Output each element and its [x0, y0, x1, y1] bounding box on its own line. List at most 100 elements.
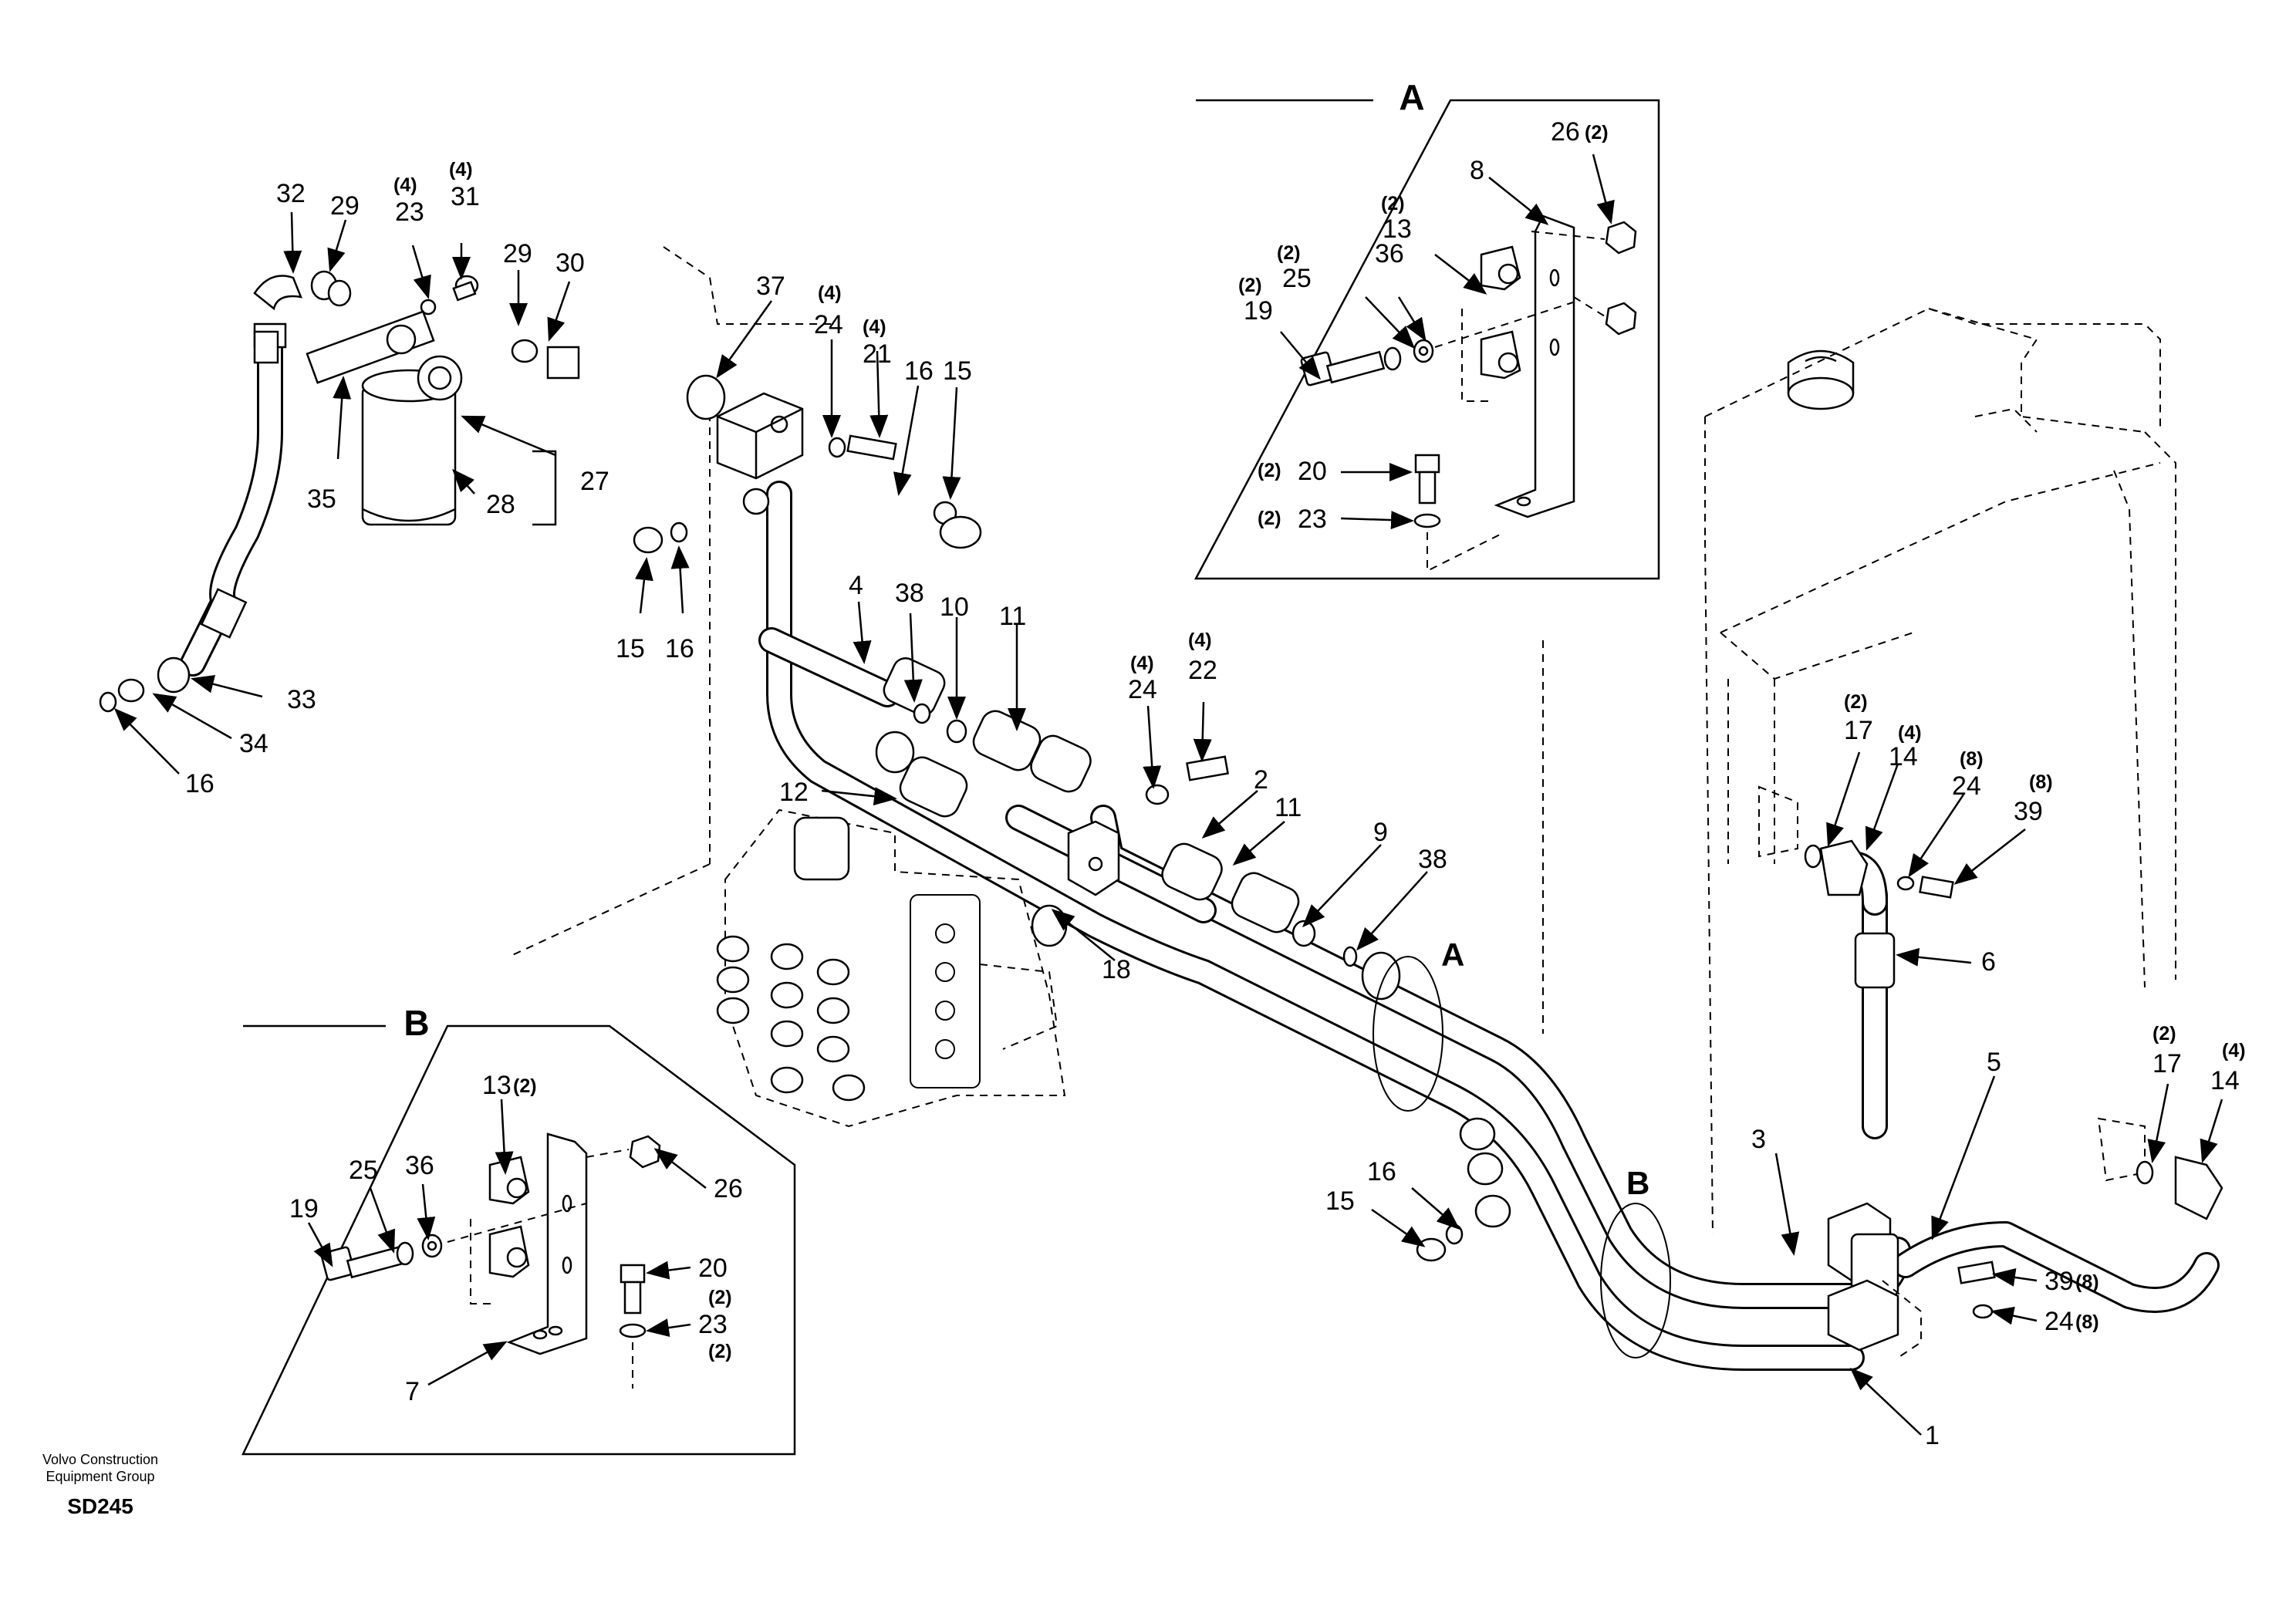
label-1: 1 — [1925, 1421, 1940, 1450]
label-38b: 38 — [1418, 845, 1447, 874]
label-5: 5 — [1987, 1048, 2001, 1077]
credit-line-2: Equipment Group — [46, 1469, 154, 1484]
label-27: 27 — [580, 467, 609, 496]
label-9: 9 — [1373, 818, 1388, 847]
label-b-36: 36 — [405, 1151, 434, 1180]
couplings — [875, 657, 1401, 1001]
label-16c: 16 — [185, 769, 214, 798]
label-24: 24 — [814, 310, 843, 339]
qty-b-23: (2) — [708, 1341, 732, 1362]
qty-14a: (4) — [1898, 722, 1922, 744]
label-37: 37 — [756, 272, 785, 301]
label-17b: 17 — [2152, 1049, 2182, 1078]
label-39a: 39 — [2014, 797, 2043, 826]
qty-14b: (4) — [2222, 1040, 2246, 1061]
label-b-13: 13 — [482, 1071, 512, 1100]
dashed-outline-machine — [508, 246, 2176, 1235]
qty-31: (4) — [449, 159, 473, 181]
qty-17b: (2) — [2152, 1023, 2176, 1045]
qty-24c: (8) — [1960, 748, 1984, 770]
diagram-code: SD245 — [67, 1494, 133, 1518]
label-6: 6 — [1981, 947, 1996, 977]
right-fittings — [1373, 785, 2223, 1358]
qty-a-20: (2) — [1258, 460, 1281, 481]
credit-line-1: Volvo Construction — [42, 1452, 158, 1467]
control-valve — [716, 808, 1066, 1128]
qty-a-19: (2) — [1238, 275, 1262, 296]
label-14a: 14 — [1889, 742, 1918, 771]
label-a-8: 8 — [1470, 156, 1484, 185]
label-15a: 15 — [943, 356, 972, 386]
section-mark-b: B — [1626, 1165, 1649, 1201]
qty-a-23: (2) — [1258, 508, 1281, 529]
qty-23: (4) — [393, 174, 417, 196]
label-b-20: 20 — [698, 1254, 728, 1283]
valve-spools — [716, 935, 866, 1102]
label-10: 10 — [940, 592, 969, 622]
tank-cap — [1787, 349, 1855, 410]
label-a-23: 23 — [1298, 505, 1327, 534]
label-24c: 24 — [1952, 771, 1981, 801]
label-3: 3 — [1751, 1125, 1766, 1154]
label-a-25: 25 — [1282, 264, 1312, 293]
label-39b: 39 — [2044, 1267, 2074, 1296]
qty-24d: (8) — [2075, 1311, 2099, 1333]
qty-21: (4) — [863, 316, 886, 338]
label-15c: 15 — [1325, 1186, 1355, 1216]
label-21: 21 — [863, 339, 892, 369]
label-a-13: 13 — [1383, 214, 1412, 244]
detail-b-title: B — [403, 1003, 429, 1043]
label-b-19: 19 — [289, 1194, 319, 1223]
qty-b-13: (2) — [513, 1075, 537, 1097]
main-labels: 32 29 (4) 23 (4) 31 29 30 37 (4) 24 (4) … — [185, 159, 2246, 1450]
detail-b-box: B — [241, 1003, 796, 1456]
qty-24b: (4) — [1130, 653, 1154, 674]
qty-17a: (2) — [1844, 691, 1868, 713]
qty-a-25: (2) — [1277, 242, 1301, 264]
label-31: 31 — [451, 182, 480, 211]
qty-39b: (8) — [2075, 1271, 2099, 1293]
leader-arrows — [113, 154, 2223, 1436]
qty-a-26: (2) — [1585, 122, 1609, 143]
label-16a: 16 — [904, 356, 934, 386]
qty-22: (4) — [1188, 629, 1212, 651]
label-29b: 29 — [503, 239, 532, 268]
label-16b: 16 — [665, 634, 694, 663]
qty-24: (4) — [818, 282, 842, 304]
label-18: 18 — [1102, 955, 1131, 984]
label-b-23: 23 — [698, 1310, 728, 1339]
label-34: 34 — [239, 729, 268, 758]
detail-a-labels: 26 (2) 8 (2) 13 (2) 25 36 (2) 19 (2) 20 … — [1238, 117, 1609, 534]
label-28: 28 — [486, 490, 515, 519]
label-24b: 24 — [1128, 675, 1157, 704]
label-b-7: 7 — [405, 1377, 420, 1406]
label-4: 4 — [849, 571, 863, 600]
label-17a: 17 — [1844, 716, 1873, 745]
detail-a-box: A — [1194, 77, 1660, 580]
label-a-19: 19 — [1244, 296, 1273, 326]
label-38a: 38 — [895, 579, 924, 608]
label-23: 23 — [395, 197, 424, 227]
label-15b: 15 — [616, 634, 645, 663]
label-b-25: 25 — [349, 1156, 378, 1185]
label-a-26: 26 — [1551, 117, 1580, 147]
label-2: 2 — [1254, 765, 1268, 795]
label-30: 30 — [555, 248, 585, 278]
section-mark-a: A — [1441, 937, 1464, 973]
label-11b: 11 — [1275, 793, 1302, 822]
label-35: 35 — [307, 484, 336, 514]
label-12: 12 — [779, 778, 809, 807]
detail-b-labels: 13 (2) 19 25 36 26 20 (2) 23 (2) 7 — [289, 1071, 743, 1406]
label-14b: 14 — [2210, 1066, 2240, 1095]
qty-b-extra: (2) — [708, 1287, 732, 1308]
detail-a-title: A — [1399, 77, 1424, 117]
label-33: 33 — [287, 685, 316, 714]
label-24d: 24 — [2044, 1307, 2074, 1336]
label-b-26: 26 — [714, 1174, 743, 1203]
label-11a: 11 — [999, 602, 1026, 631]
manifold-block — [633, 374, 982, 554]
label-22: 22 — [1188, 656, 1217, 685]
label-16d: 16 — [1367, 1157, 1396, 1186]
qty-a-13: (2) — [1381, 193, 1405, 214]
